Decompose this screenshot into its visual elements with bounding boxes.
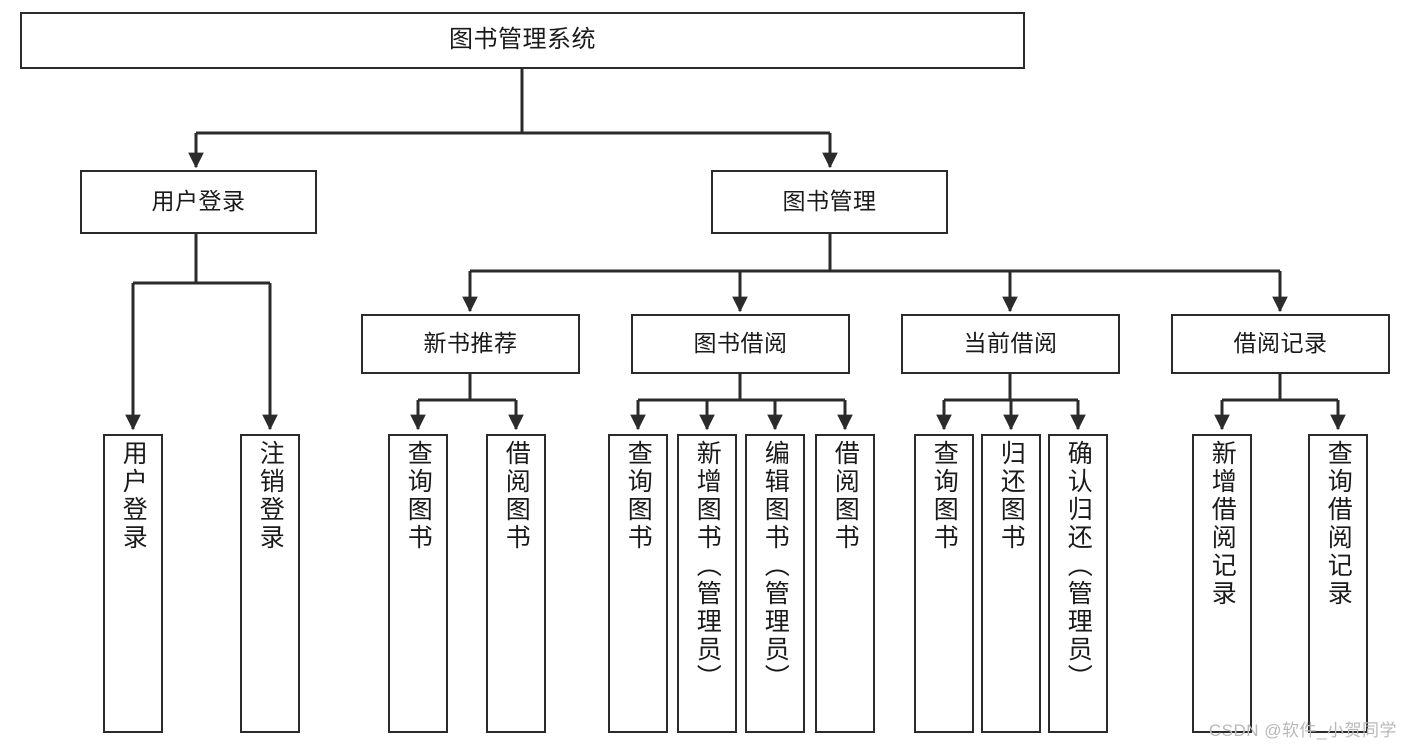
node-book-borrow[interactable]: 图书借阅: [631, 314, 850, 374]
leaf-records-add-label: 新增借阅记录: [1208, 440, 1237, 608]
node-root-label: 图书管理系统: [449, 26, 596, 54]
leaf-current-query-book[interactable]: 查询图书: [914, 434, 974, 733]
leaf-recommend-query-book[interactable]: 查询图书: [388, 434, 448, 733]
node-current-borrow-label: 当前借阅: [963, 330, 1058, 357]
leaf-records-add[interactable]: 新增借阅记录: [1192, 434, 1252, 733]
node-borrow-records[interactable]: 借阅记录: [1171, 314, 1390, 374]
leaf-user-login-label: 用户登录: [119, 440, 148, 552]
node-user-login[interactable]: 用户登录: [80, 170, 317, 234]
leaf-current-return-book-label: 归还图书: [997, 440, 1026, 552]
node-borrow-records-label: 借阅记录: [1233, 330, 1328, 357]
node-book-management-label: 图书管理: [782, 188, 877, 215]
node-new-book-recommend[interactable]: 新书推荐: [361, 314, 580, 374]
leaf-borrow-edit-book[interactable]: 编辑图书（管理员）: [745, 434, 805, 733]
leaf-borrow-add-book[interactable]: 新增图书（管理员）: [677, 434, 737, 733]
leaf-borrow-lend-book-label: 借阅图书: [831, 440, 860, 552]
leaf-borrow-add-book-label: 新增图书（管理员）: [693, 440, 722, 692]
leaf-current-confirm-return-label: 确认归还（管理员）: [1064, 440, 1093, 692]
leaf-current-return-book[interactable]: 归还图书: [981, 434, 1041, 733]
leaf-current-query-book-label: 查询图书: [930, 440, 959, 552]
leaf-borrow-edit-book-label: 编辑图书（管理员）: [761, 440, 790, 692]
node-new-book-recommend-label: 新书推荐: [423, 330, 518, 357]
leaf-recommend-query-book-label: 查询图书: [404, 440, 433, 552]
leaf-borrow-query-book[interactable]: 查询图书: [608, 434, 668, 733]
leaf-user-login[interactable]: 用户登录: [103, 434, 163, 733]
leaf-user-logout-label: 注销登录: [256, 440, 285, 552]
leaf-recommend-borrow-book-label: 借阅图书: [502, 440, 531, 552]
leaf-borrow-query-book-label: 查询图书: [624, 440, 653, 552]
node-root[interactable]: 图书管理系统: [20, 12, 1025, 69]
leaf-recommend-borrow-book[interactable]: 借阅图书: [486, 434, 546, 733]
leaf-records-query-label: 查询借阅记录: [1324, 440, 1353, 608]
leaf-borrow-lend-book[interactable]: 借阅图书: [815, 434, 875, 733]
node-book-management[interactable]: 图书管理: [711, 170, 948, 234]
node-user-login-label: 用户登录: [151, 188, 246, 215]
leaf-current-confirm-return[interactable]: 确认归还（管理员）: [1048, 434, 1108, 733]
leaf-user-logout[interactable]: 注销登录: [240, 434, 300, 733]
node-current-borrow[interactable]: 当前借阅: [901, 314, 1120, 374]
leaf-records-query[interactable]: 查询借阅记录: [1308, 434, 1368, 733]
node-book-borrow-label: 图书借阅: [693, 330, 788, 357]
